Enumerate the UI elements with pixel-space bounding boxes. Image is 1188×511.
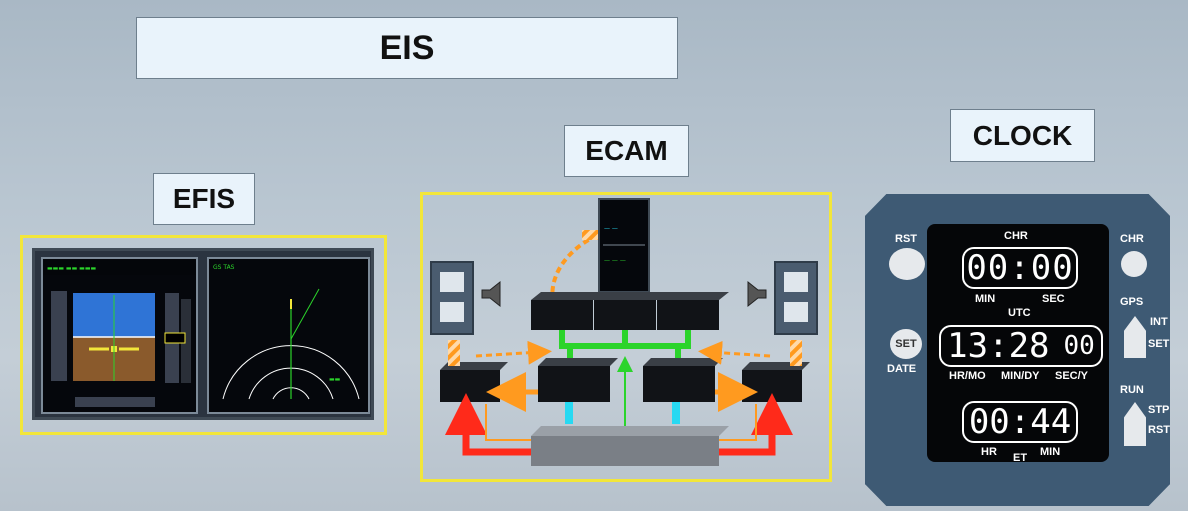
min-dy-label: MIN/DY [1001,370,1040,382]
chr-top-label: CHR [1004,230,1028,242]
utc-selector-knob[interactable] [1124,316,1146,358]
rst-button[interactable] [889,248,925,280]
min-label: MIN [975,293,996,305]
efis-frame [20,235,387,435]
int-label: INT [1150,316,1168,328]
clock-face [927,224,1109,462]
min2-label: MIN [1040,446,1061,458]
pfd-screen: ▬▬▬ ▬▬ ▬▬▬ [41,257,198,414]
hr-mo-label: HR/MO [949,370,986,382]
utc-display: 13:28 00 [939,325,1103,367]
hr-label: HR [981,446,997,458]
chr-button[interactable] [1121,251,1147,277]
pfd-display: ▬▬▬ ▬▬ ▬▬▬ [43,259,196,407]
utc-label: UTC [1008,307,1031,319]
utc-time: 13:28 [947,326,1050,366]
et-label: ET [1013,452,1028,464]
date-label: DATE [887,363,917,375]
gps-label: GPS [1120,296,1144,308]
efis-label: EFIS [153,173,255,225]
clock-label: CLOCK [950,109,1095,162]
stp-label: STP [1148,404,1170,416]
run-label: RUN [1120,384,1144,396]
utc-seconds: 00 [1063,331,1095,361]
svg-text:▬▬: ▬▬ [329,376,341,383]
set-right-label: SET [1148,338,1170,350]
et-selector-knob[interactable] [1124,402,1146,446]
sec-y-label: SEC/Y [1055,370,1089,382]
sec-label: SEC [1042,293,1065,305]
nd-screen: GS TAS ▬▬ [207,257,370,414]
chr-right-label: CHR [1120,233,1144,245]
svg-text:▬▬▬ ▬▬ ▬▬▬: ▬▬▬ ▬▬ ▬▬▬ [47,265,96,272]
svg-text:GS TAS: GS TAS [213,264,235,271]
set-button-label: SET [895,338,917,350]
ecam-label: ECAM [564,125,689,177]
nd-display: GS TAS ▬▬ [213,264,360,400]
rst-left-label: RST [895,233,917,245]
efis-panel: ▬▬▬ ▬▬ ▬▬▬ GS TAS ▬▬ [32,248,374,420]
eis-title: EIS [136,17,678,79]
ecam-frame [420,192,832,482]
et-display: 00:44 [962,401,1078,443]
et-time: 00:44 [968,402,1072,442]
chr-display: 00:00 [962,247,1078,289]
rst-right-label: RST [1148,424,1170,436]
chr-time: 00:00 [966,248,1074,288]
set-button[interactable]: SET [890,329,922,359]
